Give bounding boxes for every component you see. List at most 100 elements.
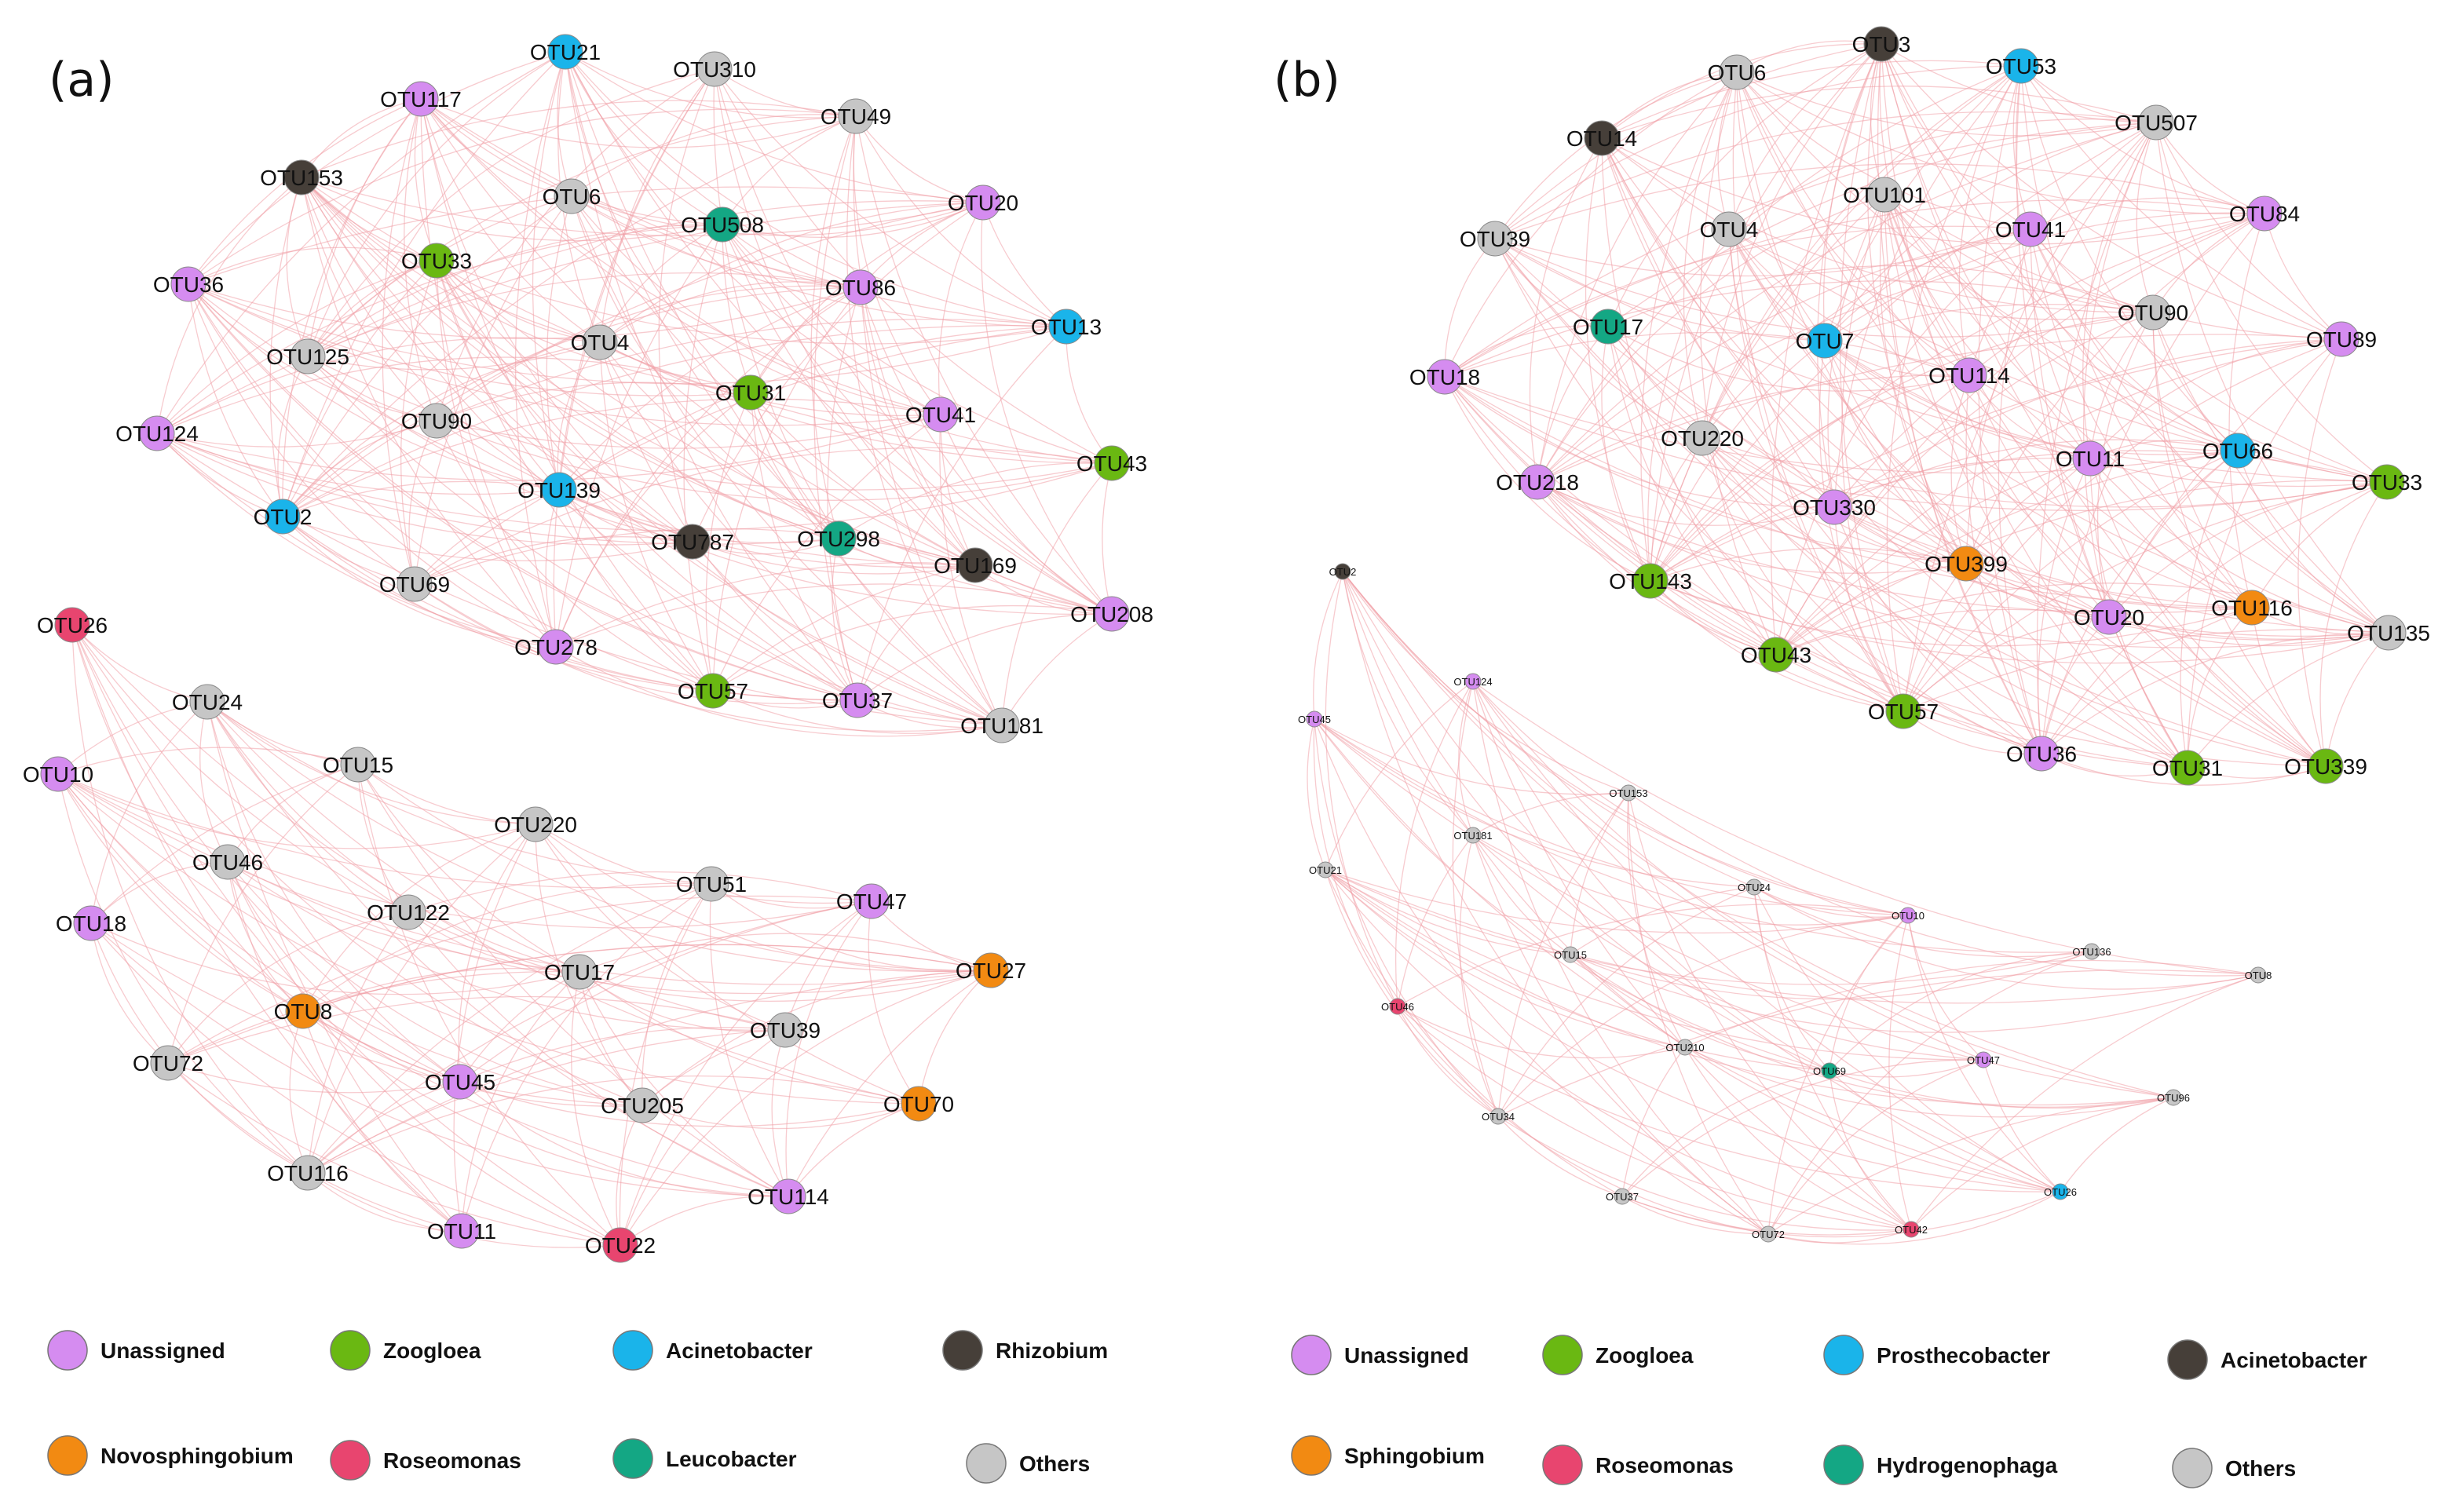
- edge: [2187, 338, 2342, 769]
- edge: [57, 773, 919, 1105]
- node-label: OTU136: [2072, 946, 2111, 958]
- edge: [436, 414, 941, 449]
- node-label: OTU37: [822, 688, 893, 713]
- node-label: OTU47: [836, 889, 907, 914]
- edge: [414, 326, 1067, 585]
- edge: [1494, 238, 1826, 341]
- node-label: OTU218: [1496, 470, 1579, 495]
- legend-swatch: [1823, 1335, 1864, 1375]
- node-otu39: OTU39: [750, 1012, 821, 1048]
- node-label: OTU181: [960, 714, 1044, 738]
- edge: [307, 272, 861, 357]
- edge: [571, 195, 941, 415]
- node-otu153: OTU153: [1609, 784, 1648, 802]
- edge: [2041, 481, 2388, 754]
- edge: [535, 824, 992, 973]
- edge: [277, 356, 309, 517]
- node-label: OTU278: [514, 635, 598, 659]
- edge: [1767, 1191, 2061, 1245]
- edge: [302, 1010, 919, 1127]
- node-otu399: OTU399: [1924, 546, 2008, 582]
- legend-swatch: [330, 1330, 371, 1371]
- edge: [1601, 137, 1835, 508]
- edge: [692, 541, 976, 575]
- node-circle: [973, 952, 1009, 988]
- node-label: OTU143: [1609, 569, 1692, 593]
- edge: [599, 341, 714, 692]
- node-label: OTU41: [1995, 217, 2066, 242]
- node-circle: [923, 396, 959, 433]
- node-label: OTU37: [1606, 1191, 1639, 1203]
- node-label: OTU22: [585, 1233, 656, 1258]
- edge: [565, 51, 839, 539]
- edge: [301, 177, 751, 393]
- edge: [1753, 886, 1830, 1072]
- node-label: OTU3: [1852, 32, 1911, 57]
- edge: [1537, 481, 1967, 574]
- node-otu46: OTU46: [1381, 998, 1414, 1015]
- edge: [357, 764, 992, 971]
- edge: [1728, 228, 2327, 767]
- edge: [282, 325, 1067, 517]
- node-label: OTU7: [1796, 329, 1855, 353]
- node-otu139: OTU139: [517, 472, 601, 508]
- node-label: OTU181: [1453, 830, 1492, 842]
- edge: [414, 489, 560, 585]
- edge: [1601, 137, 2042, 754]
- edge: [1824, 340, 2188, 769]
- node-otu10: OTU10: [23, 756, 93, 792]
- edge: [2060, 1097, 2174, 1192]
- node-circle: [2169, 750, 2206, 786]
- legend-label: Unassigned: [1344, 1343, 1469, 1368]
- edge: [558, 489, 714, 692]
- edge: [619, 883, 712, 1246]
- edge: [1472, 835, 1909, 926]
- edge: [282, 516, 693, 561]
- edge: [555, 392, 751, 648]
- edge: [282, 516, 714, 692]
- node-circle: [1614, 1188, 1631, 1205]
- legend-swatch: [1542, 1444, 1583, 1485]
- edge: [1444, 376, 1967, 564]
- edge: [188, 283, 283, 517]
- legend-swatch: [612, 1438, 653, 1479]
- edge: [1325, 869, 2061, 1192]
- edge: [307, 68, 715, 357]
- edge: [1537, 228, 2031, 483]
- edge: [1325, 869, 1686, 1048]
- node-circle: [1094, 596, 1130, 632]
- node-label: OTU39: [750, 1018, 821, 1043]
- node-otu90: OTU90: [2118, 294, 2188, 331]
- node-otu84: OTU84: [2229, 195, 2300, 232]
- edge: [1342, 571, 1686, 1048]
- node-otu508: OTU508: [681, 206, 764, 243]
- edge: [307, 200, 984, 357]
- node-circle: [1427, 359, 1463, 395]
- node-circle: [541, 472, 577, 508]
- edge: [855, 115, 1067, 327]
- edge: [207, 701, 536, 825]
- edge: [1314, 718, 1830, 1072]
- node-label: OTU45: [425, 1070, 495, 1094]
- node-circle: [695, 673, 731, 709]
- node-otu37: OTU37: [822, 682, 893, 718]
- node-label: OTU399: [1924, 552, 2008, 576]
- edge: [1818, 340, 1904, 712]
- node-label: OTU220: [494, 813, 577, 837]
- edge: [459, 1026, 786, 1083]
- node-otu42: OTU42: [1895, 1221, 1928, 1238]
- node-label: OTU18: [56, 911, 126, 936]
- node-otu101: OTU101: [1843, 177, 1926, 213]
- node-label: OTU34: [1482, 1111, 1515, 1123]
- edge: [188, 247, 437, 285]
- legend-label: Roseomonas: [1596, 1453, 1734, 1477]
- edge: [1771, 43, 1882, 656]
- edge: [1444, 199, 2265, 378]
- edge: [1314, 718, 2093, 953]
- node-otu46: OTU46: [192, 844, 263, 880]
- edge: [207, 701, 461, 1083]
- node-label: OTU31: [2152, 756, 2223, 780]
- node-otu57: OTU57: [1868, 693, 1939, 729]
- edge: [71, 624, 309, 1174]
- node-otu41: OTU41: [1995, 211, 2066, 247]
